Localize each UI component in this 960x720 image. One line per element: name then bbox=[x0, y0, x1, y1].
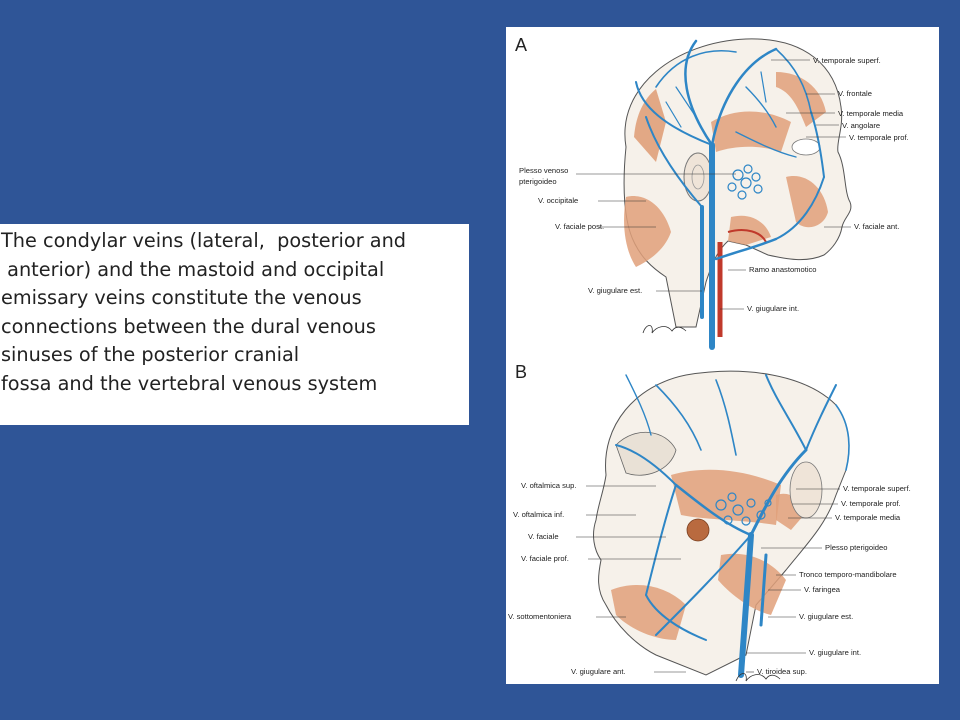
panel-b-letter: B bbox=[515, 362, 528, 382]
label-faciale-ant: V. faciale ant. bbox=[854, 222, 900, 231]
label-pterigoideo: pterigoideo bbox=[519, 177, 557, 186]
label-giugulare-est: V. giugulare est. bbox=[588, 286, 643, 295]
caption-text-box: The condylar veins (lateral, posterior a… bbox=[0, 224, 469, 425]
label-b-giugulare-ant: V. giugulare ant. bbox=[571, 667, 626, 676]
caption-line: fossa and the vertebral venous system bbox=[1, 371, 378, 395]
label-b-giugulare-est: V. giugulare est. bbox=[799, 612, 854, 621]
label-b-temporale-superf: V. temporale superf. bbox=[843, 484, 911, 493]
label-b-giugulare-int: V. giugulare int. bbox=[809, 648, 862, 657]
label-temporale-prof: V. temporale prof. bbox=[849, 133, 909, 142]
label-faciale-post: V. faciale post. bbox=[555, 222, 605, 231]
caption-line: The condylar veins (lateral, posterior a… bbox=[1, 229, 407, 252]
label-b-faringea: V. faringea bbox=[804, 585, 841, 594]
caption-line: connections between the dural venous bbox=[1, 314, 376, 338]
label-b-sottomentoniera: V. sottomentoniera bbox=[508, 612, 572, 621]
panel-a-illustration bbox=[576, 38, 852, 350]
label-b-temporale-media: V. temporale media bbox=[835, 513, 901, 522]
caption-line: emissary veins constitute the venous bbox=[1, 286, 362, 309]
label-b-tiroidea-sup: V. tiroidea sup. bbox=[757, 667, 807, 676]
label-temporale-media: V. temporale media bbox=[838, 109, 904, 118]
label-b-plesso-pterigoideo: Plesso pterigoideo bbox=[825, 543, 888, 552]
label-plesso-venoso: Plesso venoso bbox=[519, 166, 569, 175]
label-b-oftalmica-inf: V. oftalmica inf. bbox=[513, 510, 565, 519]
label-b-faciale: V. faciale bbox=[528, 532, 559, 541]
label-b-faciale-prof: V. faciale prof. bbox=[521, 554, 569, 563]
panel-b-illustration bbox=[576, 370, 850, 682]
panel-a-letter: A bbox=[515, 35, 528, 55]
label-giugulare-int: V. giugulare int. bbox=[747, 304, 800, 313]
label-frontale: V. frontale bbox=[838, 89, 872, 98]
panel-a: A V. temporale superf. V. frontale V. te… bbox=[506, 27, 939, 355]
label-b-tronco-temporo-mandibolare: Tronco temporo-mandibolare bbox=[799, 570, 897, 579]
caption-line: anterior) and the mastoid and occipital bbox=[1, 257, 385, 281]
label-b-temporale-prof: V. temporale prof. bbox=[841, 499, 901, 508]
label-angolare: V. angolare bbox=[842, 121, 881, 130]
label-occipitale: V. occipitale bbox=[538, 196, 579, 205]
label-ramo-anastomotico: Ramo anastomotico bbox=[749, 265, 817, 274]
label-temporale-superf: V. temporale superf. bbox=[813, 56, 881, 65]
anatomy-figure: A V. temporale superf. V. frontale V. te… bbox=[506, 27, 939, 684]
caption-line: sinuses of the posterior cranial bbox=[1, 343, 300, 366]
panel-b: B V. temporale superf. V. temporale prof… bbox=[506, 355, 939, 684]
label-b-oftalmica-sup: V. oftalmica sup. bbox=[521, 481, 577, 490]
